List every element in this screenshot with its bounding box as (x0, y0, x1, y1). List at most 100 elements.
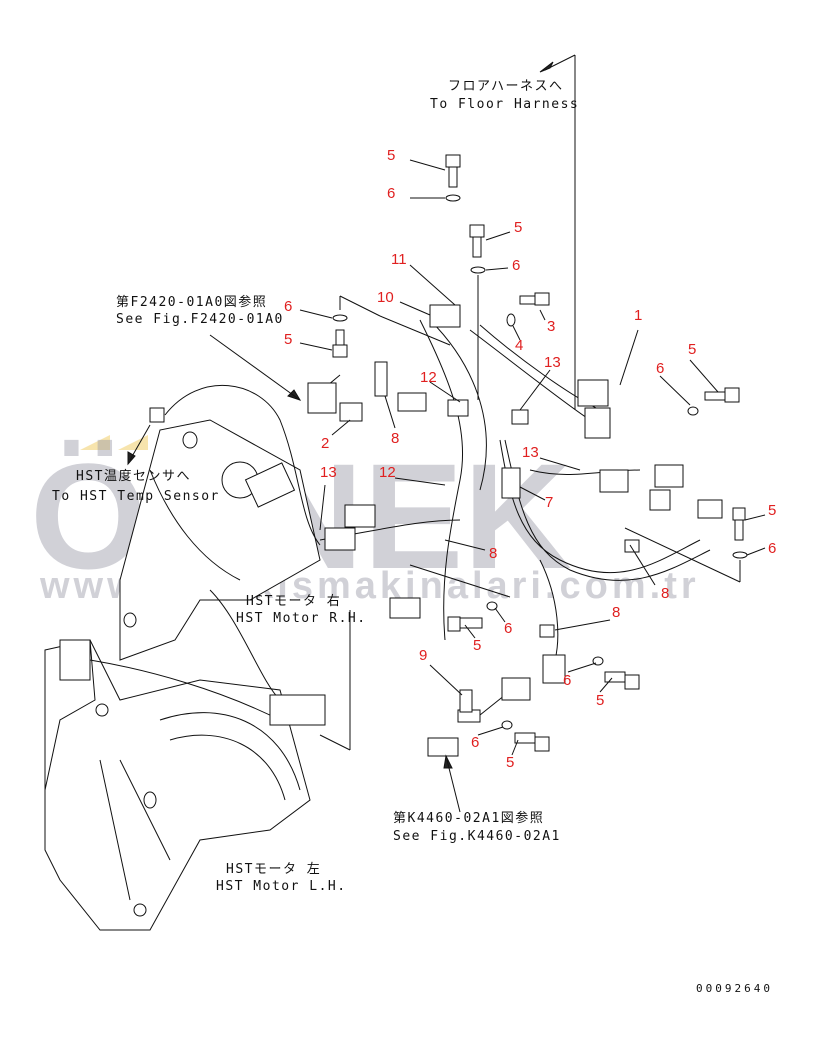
ref1-jp: 第F2420-01A0図参照 (116, 294, 267, 310)
bolt (519, 295, 536, 305)
callout-number: 8 (612, 604, 620, 621)
bolt (448, 166, 458, 188)
leader-line (299, 342, 333, 351)
callout-number: 5 (387, 147, 395, 164)
leader-line (409, 564, 511, 598)
ref2-jp: 第K4460-02A1図参照 (393, 810, 544, 826)
leader-line (444, 539, 486, 551)
bolt (469, 224, 485, 238)
callout-number: 6 (768, 540, 776, 557)
leader-line (629, 544, 656, 586)
leader-line (319, 734, 351, 751)
callout-number: 5 (284, 331, 292, 348)
drawing-number: 00092640 (696, 982, 773, 995)
connector (344, 504, 376, 528)
connector (511, 409, 529, 425)
bolt (472, 236, 482, 258)
callout-number: 3 (547, 318, 555, 335)
leader-line (624, 527, 741, 583)
washer (332, 314, 348, 322)
leader-line (512, 325, 521, 341)
hst-motor-lh (44, 639, 311, 931)
callout-number: 13 (320, 464, 337, 481)
motor-rh-jp: HSTモータ 右 (246, 594, 341, 609)
bolt (724, 387, 740, 403)
leader-line (319, 484, 326, 531)
washer (501, 720, 513, 730)
connector (697, 499, 723, 519)
connector (447, 399, 469, 417)
callout-number: 5 (506, 754, 514, 771)
connector (397, 392, 427, 412)
connector (269, 694, 326, 726)
connector (389, 597, 421, 619)
washer (506, 313, 516, 327)
washer (470, 266, 486, 274)
floor-harness-jp: フロアハーネスへ (448, 79, 563, 94)
temp-sensor-jp: HST温度センサへ (76, 468, 191, 484)
leader-line (464, 624, 476, 639)
leader-line (659, 375, 691, 406)
bolt (732, 507, 746, 521)
floor-harness-en: To Floor Harness (430, 97, 579, 112)
callout-number: 7 (545, 494, 553, 511)
motor-rh-en: HST Motor R.H. (236, 611, 367, 626)
leader-line (409, 159, 446, 171)
callout-number: 2 (321, 435, 329, 452)
connector (542, 654, 566, 684)
callout-number: 10 (377, 289, 394, 306)
leader-line (494, 607, 506, 623)
leader-line (689, 359, 719, 393)
bolt (534, 292, 550, 306)
leader-line (129, 424, 151, 461)
connector (599, 469, 629, 493)
leader-lines (127, 54, 766, 813)
leader-line (394, 477, 446, 486)
leader-line (209, 334, 301, 401)
washer (687, 406, 699, 416)
bolt (604, 671, 626, 683)
watermark-accent (80, 435, 110, 450)
callout-number: 8 (391, 430, 399, 447)
connector (654, 464, 684, 488)
washer (486, 601, 498, 611)
callout-number: 11 (391, 251, 407, 268)
leader-line (477, 726, 504, 736)
hst-motor-rh (119, 419, 321, 661)
connector (649, 489, 671, 511)
bolt (704, 391, 726, 401)
leader-line (299, 309, 333, 319)
washer (732, 551, 748, 559)
connector (577, 379, 609, 407)
leader-line (339, 295, 381, 317)
bolt (447, 616, 461, 632)
motor-lh-en: HST Motor L.H. (216, 879, 347, 894)
leader-line (485, 231, 511, 241)
connector (339, 402, 363, 422)
leader-line (539, 309, 546, 321)
callout-number: 6 (504, 620, 512, 637)
sensor-clamp (459, 689, 473, 713)
bolt (459, 617, 483, 629)
bolt (734, 519, 744, 541)
bolt (332, 344, 348, 358)
leader-line (746, 547, 766, 556)
leader-line (331, 419, 351, 436)
connector (501, 467, 521, 499)
bolt (514, 732, 536, 744)
leader-line (384, 395, 396, 429)
parts (149, 154, 748, 757)
leader-line (409, 264, 456, 306)
clamp (624, 539, 640, 553)
callout-number: 5 (596, 692, 604, 709)
speed-sensor (427, 737, 459, 757)
leader-line (429, 381, 461, 403)
callout-number: 6 (563, 672, 571, 689)
callout-number: 5 (688, 341, 696, 358)
clamp (429, 304, 461, 328)
leader-line (599, 677, 613, 693)
leader-line (429, 664, 463, 696)
motor-lh-jp: HSTモータ 左 (226, 862, 321, 877)
callout-number: 6 (471, 734, 479, 751)
connector (307, 382, 337, 414)
